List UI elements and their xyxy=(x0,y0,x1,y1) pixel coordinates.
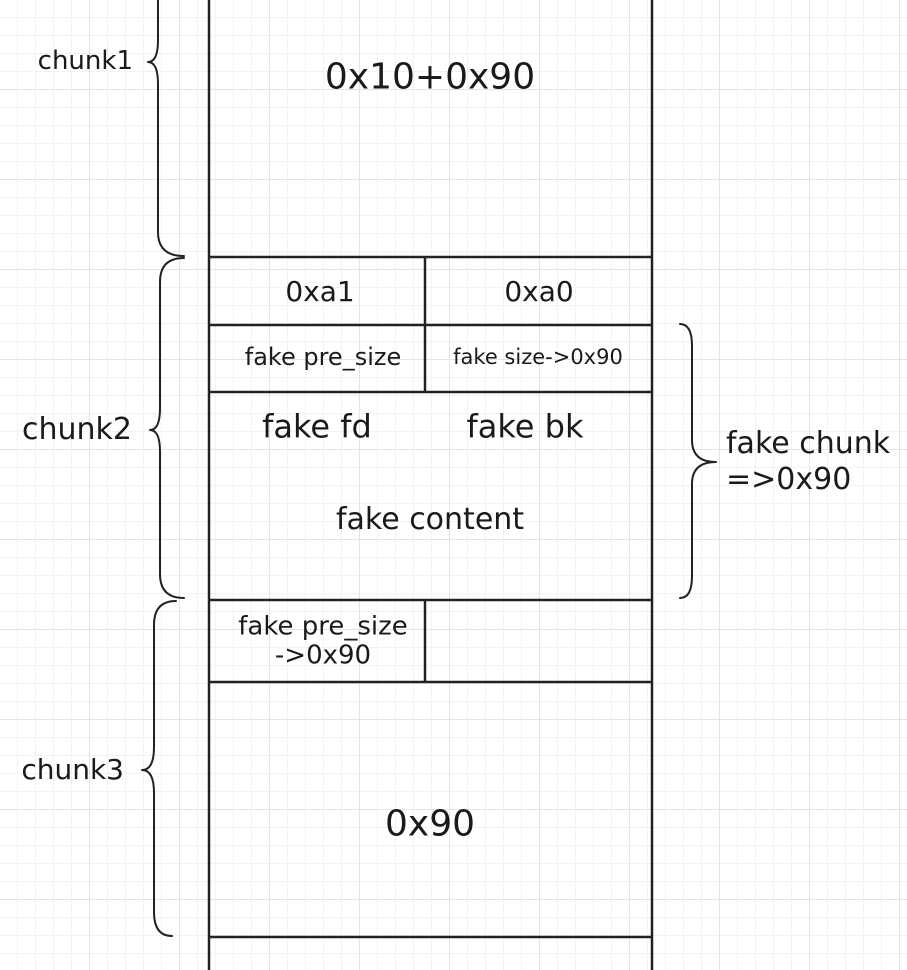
prev-size-cell: 0xa1 xyxy=(285,274,355,308)
chunk1-label: chunk1 xyxy=(37,46,133,77)
fake-pre-size-cell: fake pre_size xyxy=(244,343,402,372)
brace-chunk1 xyxy=(147,0,185,257)
fake-chunk-label: fake chunk =>0x90 xyxy=(726,426,890,498)
fake-chunk-label-line1: fake chunk xyxy=(726,426,891,461)
fake-chunk-label-line2: =>0x90 xyxy=(726,462,852,497)
chunk3-body: 0x90 xyxy=(384,803,476,845)
fake-fd-cell: fake fd xyxy=(262,407,372,446)
chunk3-fake-pre-size-line2: ->0x90 xyxy=(274,640,372,670)
chunk1-body: 0x10+0x90 xyxy=(324,56,536,98)
fake-size-cell: fake size->0x90 xyxy=(453,344,623,369)
chunk2-label: chunk2 xyxy=(22,411,132,447)
chunk3-fake-pre-size-line1: fake pre_size xyxy=(238,611,408,642)
brace-chunk2 xyxy=(149,257,185,599)
size-cell: 0xa0 xyxy=(504,274,574,308)
brace-chunk3 xyxy=(141,600,177,937)
fake-bk-cell: fake bk xyxy=(466,407,584,446)
chunk3-label: chunk3 xyxy=(21,752,124,786)
brace-fake-chunk xyxy=(679,323,717,599)
chunk3-fake-pre-size-cell: fake pre_size ->0x90 xyxy=(238,612,408,669)
fake-content-cell: fake content xyxy=(335,501,525,537)
